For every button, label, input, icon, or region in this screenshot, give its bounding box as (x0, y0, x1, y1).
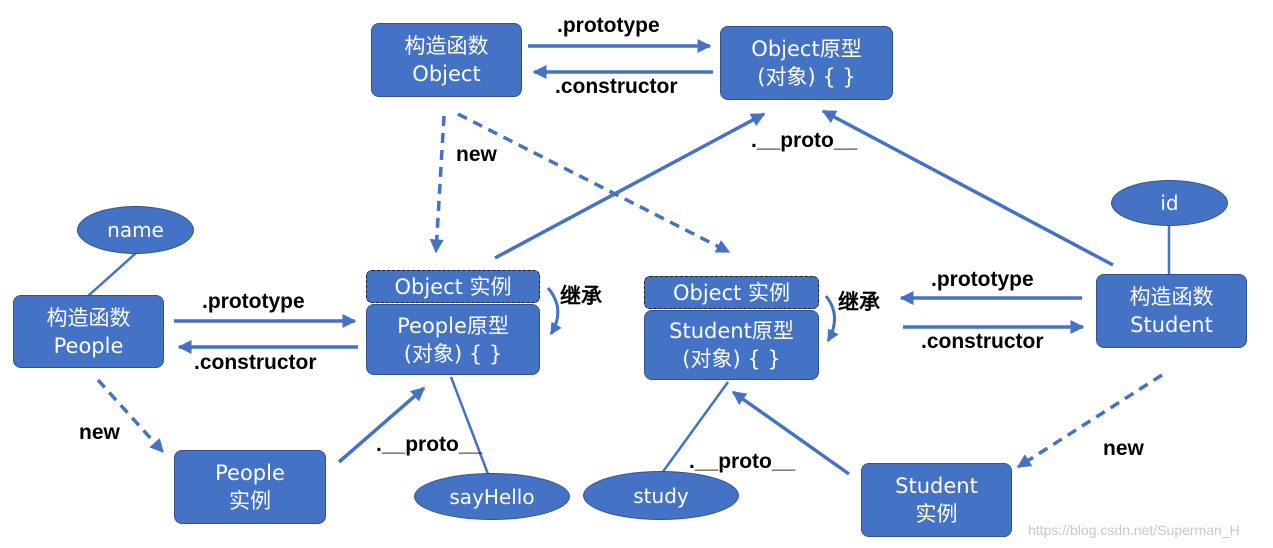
id-ellipse: id (1111, 180, 1228, 226)
arrow-people-instance-proto (337, 386, 426, 464)
label-object-prototype: .prototype (557, 14, 660, 37)
arrow-student-instance-proto (731, 390, 851, 476)
label-proto-object: .__proto__ (751, 129, 858, 152)
object-prototype-box: Object原型 (对象) { } (720, 26, 893, 100)
sayhello-ellipse: sayHello (414, 473, 570, 520)
arrow-student-to-object-proto (821, 109, 1114, 267)
label-proto-people: .__proto__ (376, 433, 483, 456)
label-object-constructor: .constructor (555, 75, 678, 98)
label-new-people: new (79, 421, 120, 444)
people-instance-box: People 实例 (174, 450, 326, 524)
student-instance-box: Student 实例 (861, 463, 1012, 537)
inherit-arrow-student (824, 295, 839, 343)
label-people-prototype: .prototype (202, 290, 305, 313)
label-new-student: new (1103, 437, 1144, 460)
people-prototype-box: People原型 (对象) { } (366, 304, 540, 375)
watermark: https://blog.csdn.net/Superman_H (1028, 522, 1240, 538)
label-proto-student: .__proto__ (689, 450, 796, 473)
connector-study (660, 381, 730, 474)
connector-sayhello (449, 376, 490, 475)
label-people-constructor: .constructor (194, 351, 317, 374)
label-student-constructor: .constructor (921, 330, 1044, 353)
label-student-prototype: .prototype (931, 268, 1034, 291)
object-constructor-box: 构造函数 Object (371, 23, 522, 97)
inherit-arrow-people (546, 287, 562, 336)
connector-name (87, 252, 137, 297)
arrow-new-student-instance (1016, 373, 1163, 469)
arrow-new-object-to-people (429, 115, 446, 254)
people-object-instance-box: Object 实例 (366, 270, 540, 303)
name-ellipse: name (77, 206, 194, 254)
label-inherit-student: 继承 (838, 291, 880, 314)
label-inherit-people: 继承 (560, 285, 602, 308)
people-constructor-box: 构造函数 People (13, 295, 164, 368)
arrow-people-proto-to-object-proto (494, 112, 766, 260)
study-ellipse: study (583, 471, 739, 520)
label-new-object: new (456, 143, 497, 166)
student-object-instance-box: Object 实例 (644, 276, 819, 309)
arrow-new-object-to-student (457, 112, 731, 254)
student-prototype-box: Student原型 (对象) { } (644, 310, 819, 380)
student-constructor-box: 构造函数 Student (1096, 274, 1247, 348)
